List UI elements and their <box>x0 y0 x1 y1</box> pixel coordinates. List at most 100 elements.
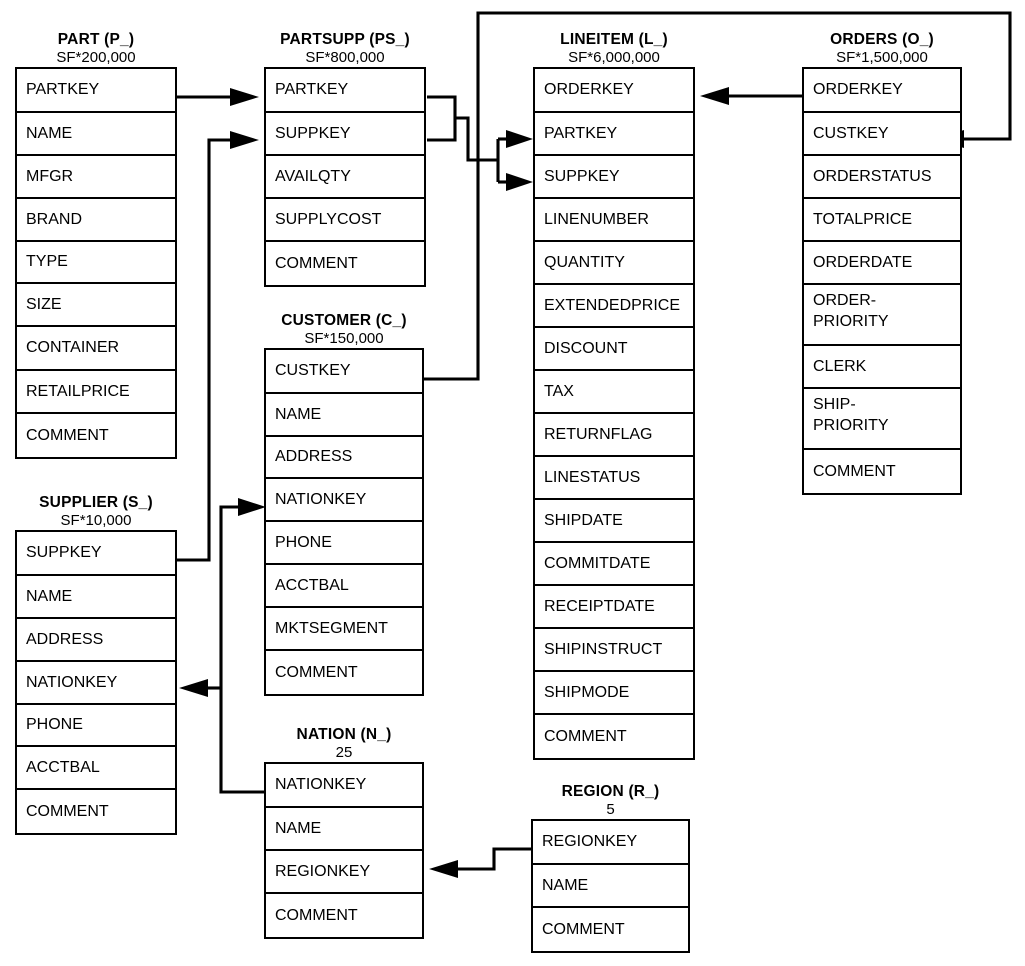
field-lineitem-orderkey: ORDERKEY <box>535 69 693 113</box>
field-customer-phone: PHONE <box>266 522 422 565</box>
table-customer-box: CUSTKEY NAME ADDRESS NATIONKEY PHONE ACC… <box>264 348 424 696</box>
table-region: REGION (R_) 5 REGIONKEY NAME COMMENT <box>531 782 690 953</box>
field-orders-clerk: CLERK <box>804 346 960 389</box>
field-customer-address: ADDRESS <box>266 437 422 479</box>
table-lineitem-title: LINEITEM (L_) <box>560 31 668 48</box>
field-lineitem-commitdate: COMMITDATE <box>535 543 693 586</box>
table-nation: NATION (N_) 25 NATIONKEY NAME REGIONKEY … <box>264 725 424 939</box>
table-partsupp-title: PARTSUPP (PS_) <box>280 31 410 48</box>
field-lineitem-extendedprice: EXTENDEDPRICE <box>535 285 693 328</box>
field-lineitem-tax: TAX <box>535 371 693 414</box>
field-nation-name: NAME <box>266 808 422 851</box>
table-partsupp-box: PARTKEY SUPPKEY AVAILQTY SUPPLYCOST COMM… <box>264 67 426 287</box>
link-orders-orderkey-to-lineitem-orderkey <box>700 87 802 105</box>
link-nation-nationkey-to-customer-nationkey <box>219 498 266 794</box>
field-lineitem-shipinstruct: SHIPINSTRUCT <box>535 629 693 672</box>
field-region-name: NAME <box>533 865 688 908</box>
table-supplier: SUPPLIER (S_) SF*10,000 SUPPKEY NAME ADD… <box>15 493 177 835</box>
table-supplier-title: SUPPLIER (S_) <box>39 494 153 511</box>
link-nation-nationkey-to-supplier-nationkey <box>179 679 221 697</box>
table-lineitem-box: ORDERKEY PARTKEY SUPPKEY LINENUMBER QUAN… <box>533 67 695 760</box>
field-orders-orderstatus: ORDERSTATUS <box>804 156 960 199</box>
table-part-title: PART (P_) <box>57 31 135 48</box>
field-lineitem-suppkey: SUPPKEY <box>535 156 693 199</box>
field-customer-comment: COMMENT <box>275 663 358 681</box>
table-part: PART (P_) SF*200,000 PARTKEY NAME MFGR B… <box>15 30 177 459</box>
field-orders-shippriority: SHIP-PRIORITY <box>804 389 960 450</box>
field-orders-orderpriority: ORDER-PRIORITY <box>804 285 960 346</box>
table-partsupp: PARTSUPP (PS_) SF*800,000 PARTKEY SUPPKE… <box>264 30 426 287</box>
link-supplier-suppkey-to-partsupp-suppkey <box>177 131 259 562</box>
field-lineitem-receiptdate: RECEIPTDATE <box>535 586 693 629</box>
table-customer-count: SF*150,000 <box>304 330 384 347</box>
field-orders-orderkey: ORDERKEY <box>804 69 960 113</box>
table-customer-title: CUSTOMER (C_) <box>281 312 407 329</box>
field-orders-custkey: CUSTKEY <box>804 113 960 156</box>
field-supplier-address: ADDRESS <box>17 619 175 662</box>
field-partsupp-availqty: AVAILQTY <box>266 156 424 199</box>
field-lineitem-linenumber: LINENUMBER <box>535 199 693 242</box>
table-supplier-count: SF*10,000 <box>60 512 132 529</box>
table-region-count: 5 <box>606 801 615 818</box>
table-part-count: SF*200,000 <box>56 49 136 66</box>
link-region-regionkey-to-nation-regionkey <box>429 847 531 878</box>
field-part-container: CONTAINER <box>17 327 175 371</box>
field-partsupp-comment: COMMENT <box>275 254 358 272</box>
link-part-partkey-to-partsupp-partkey <box>177 88 259 106</box>
field-partsupp-supplycost: SUPPLYCOST <box>266 199 424 242</box>
field-supplier-suppkey: SUPPKEY <box>17 532 175 576</box>
field-supplier-phone: PHONE <box>17 705 175 747</box>
table-orders-count: SF*1,500,000 <box>836 49 928 66</box>
field-partsupp-partkey: PARTKEY <box>266 69 424 113</box>
table-orders-title: ORDERS (O_) <box>830 31 934 48</box>
field-nation-nationkey: NATIONKEY <box>266 764 422 808</box>
field-lineitem-shipmode: SHIPMODE <box>535 672 693 715</box>
table-customer: CUSTOMER (C_) SF*150,000 CUSTKEY NAME AD… <box>264 311 424 696</box>
field-part-mfgr: MFGR <box>17 156 175 199</box>
field-part-size: SIZE <box>17 284 175 327</box>
table-orders: ORDERS (O_) SF*1,500,000 ORDERKEY CUSTKE… <box>802 30 962 495</box>
field-lineitem-quantity: QUANTITY <box>535 242 693 285</box>
table-region-box: REGIONKEY NAME COMMENT <box>531 819 690 953</box>
field-lineitem-returnflag: RETURNFLAG <box>535 414 693 457</box>
table-lineitem-count: SF*6,000,000 <box>568 49 660 66</box>
field-orders-comment: COMMENT <box>813 462 896 480</box>
table-region-title: REGION (R_) <box>561 783 660 800</box>
field-part-comment: COMMENT <box>26 426 109 444</box>
table-nation-title: NATION (N_) <box>296 726 392 743</box>
field-customer-name: NAME <box>266 394 422 437</box>
table-partsupp-count: SF*800,000 <box>305 49 385 66</box>
field-orders-totalprice: TOTALPRICE <box>804 199 960 242</box>
field-supplier-name: NAME <box>17 576 175 619</box>
field-lineitem-discount: DISCOUNT <box>535 328 693 371</box>
field-partsupp-suppkey: SUPPKEY <box>266 113 424 156</box>
table-orders-box: ORDERKEY CUSTKEY ORDERSTATUS TOTALPRICE … <box>802 67 962 495</box>
table-nation-count: 25 <box>335 744 353 761</box>
field-lineitem-comment: COMMENT <box>544 727 627 745</box>
link-partsupp-to-lineitem-keys <box>427 95 533 191</box>
table-nation-box: NATIONKEY NAME REGIONKEY COMMENT <box>264 762 424 939</box>
field-nation-comment: COMMENT <box>275 906 358 924</box>
field-nation-regionkey: REGIONKEY <box>266 851 422 894</box>
field-part-brand: BRAND <box>17 199 175 242</box>
field-customer-mktsegment: MKTSEGMENT <box>266 608 422 651</box>
field-supplier-nationkey: NATIONKEY <box>17 662 175 705</box>
field-part-retailprice: RETAILPRICE <box>17 371 175 414</box>
field-lineitem-linestatus: LINESTATUS <box>535 457 693 500</box>
field-region-comment: COMMENT <box>542 920 625 938</box>
table-part-box: PARTKEY NAME MFGR BRAND TYPE SIZE CONTAI… <box>15 67 177 459</box>
field-lineitem-shipdate: SHIPDATE <box>535 500 693 543</box>
field-part-name: NAME <box>17 113 175 156</box>
field-customer-custkey: CUSTKEY <box>266 350 422 394</box>
field-supplier-acctbal: ACCTBAL <box>17 747 175 790</box>
field-customer-acctbal: ACCTBAL <box>266 565 422 608</box>
field-lineitem-partkey: PARTKEY <box>535 113 693 156</box>
table-lineitem: LINEITEM (L_) SF*6,000,000 ORDERKEY PART… <box>533 30 695 760</box>
field-supplier-comment: COMMENT <box>26 802 109 820</box>
field-part-partkey: PARTKEY <box>17 69 175 113</box>
field-part-type: TYPE <box>17 242 175 284</box>
table-supplier-box: SUPPKEY NAME ADDRESS NATIONKEY PHONE ACC… <box>15 530 177 835</box>
field-orders-orderdate: ORDERDATE <box>804 242 960 285</box>
field-customer-nationkey: NATIONKEY <box>266 479 422 522</box>
